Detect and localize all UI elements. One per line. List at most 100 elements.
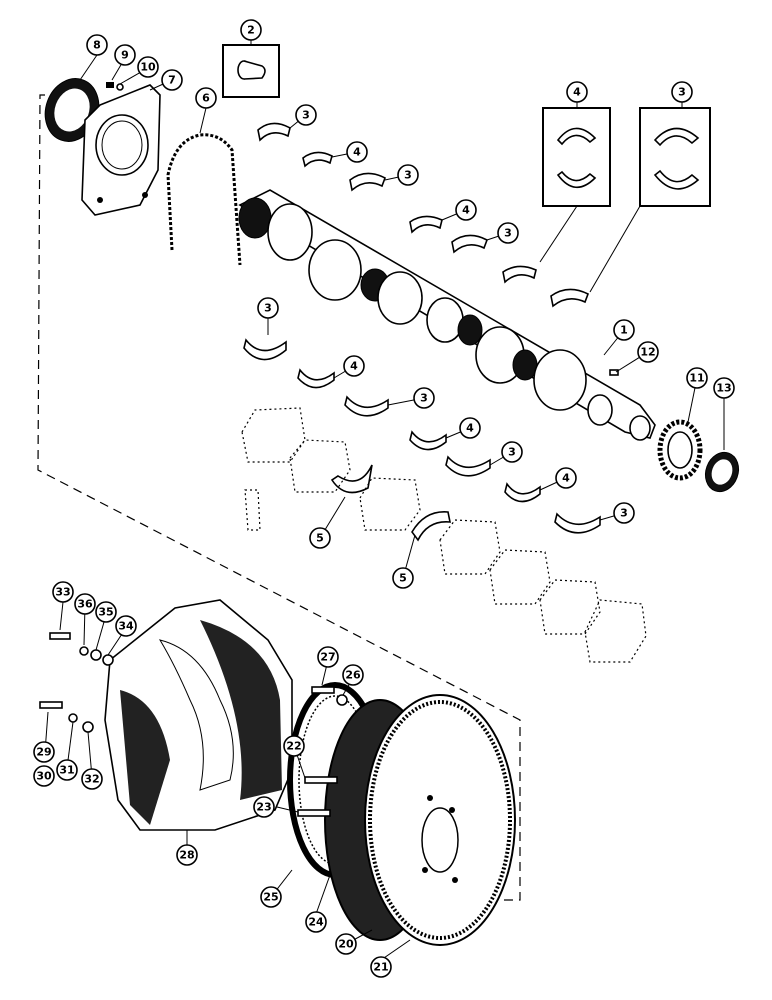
svg-text:4: 4 [353, 146, 361, 159]
svg-text:23: 23 [256, 801, 271, 814]
svg-text:3: 3 [404, 169, 412, 182]
callout-10: 10 [137, 56, 159, 78]
callout-9: 9 [114, 44, 136, 66]
svg-text:8: 8 [93, 39, 101, 52]
svg-text:3: 3 [620, 507, 628, 520]
callout-4: 4 [455, 199, 477, 221]
svg-text:4: 4 [573, 86, 581, 99]
crankshaft-1 [238, 189, 656, 441]
svg-text:24: 24 [308, 916, 324, 929]
svg-text:3: 3 [302, 109, 310, 122]
callout-35: 35 [95, 601, 117, 623]
svg-text:11: 11 [689, 372, 704, 385]
callout-30: 30 [33, 765, 55, 787]
svg-text:29: 29 [36, 746, 51, 759]
svg-text:27: 27 [320, 651, 335, 664]
flywheel-housing-28 [104, 599, 293, 831]
bolt-33 [49, 632, 71, 640]
svg-text:4: 4 [562, 472, 570, 485]
inset-box-item-4 [542, 107, 611, 207]
bearing-shell-upper-3b [349, 172, 386, 192]
svg-text:5: 5 [399, 572, 407, 585]
svg-text:34: 34 [118, 620, 134, 633]
washer-31 [68, 713, 78, 723]
svg-text:33: 33 [55, 586, 70, 599]
callout-22: 22 [283, 735, 305, 757]
callout-8: 8 [86, 34, 108, 56]
bearing-shell-upper-4a [302, 151, 333, 168]
callout-11: 11 [686, 367, 708, 389]
bearing-shell-upper-3a [257, 122, 291, 142]
callout-29: 29 [33, 741, 55, 763]
nut-32 [82, 721, 94, 733]
callout-3: 3 [413, 387, 435, 409]
svg-text:22: 22 [286, 740, 301, 753]
callout-4: 4 [555, 467, 577, 489]
callout-25: 25 [260, 886, 282, 908]
seal-retainer-7 [81, 84, 161, 216]
svg-text:26: 26 [345, 669, 361, 682]
bolt-9 [106, 82, 114, 88]
svg-text:10: 10 [140, 61, 156, 74]
bracket-34 [102, 654, 114, 666]
callout-3: 3 [397, 164, 419, 186]
bolt-22 [304, 776, 338, 784]
callout-36: 36 [74, 593, 96, 615]
bolt-27 [311, 686, 335, 694]
nut-26 [336, 694, 348, 706]
svg-text:21: 21 [373, 961, 388, 974]
svg-text:2: 2 [247, 24, 255, 37]
callout-1: 1 [613, 319, 635, 341]
callout-21: 21 [370, 956, 392, 978]
inset-box-item-3 [639, 107, 711, 207]
bearing-shell-lower-3g [445, 455, 491, 477]
callout-34: 34 [115, 615, 137, 637]
bolt-29 [39, 701, 63, 709]
callout-5: 5 [392, 567, 414, 589]
bearing-shell-upper-3d [550, 288, 590, 308]
front-oil-seal-13 [704, 451, 740, 493]
svg-text:35: 35 [98, 606, 113, 619]
callout-6: 6 [195, 87, 217, 109]
callout-3: 3 [257, 297, 279, 319]
bearing-shell-lower-4e [409, 430, 447, 451]
callout-3: 3 [613, 502, 635, 524]
bearing-shell-upper-4b [409, 215, 443, 234]
callout-3: 3 [295, 104, 317, 126]
callout-31: 31 [56, 759, 78, 781]
nut-35 [90, 649, 102, 661]
callout-13: 13 [713, 377, 735, 399]
bearing-shell-pair-4 [556, 127, 597, 189]
svg-text:9: 9 [121, 49, 129, 62]
svg-text:4: 4 [466, 422, 474, 435]
svg-text:3: 3 [504, 227, 512, 240]
callout-4: 4 [459, 417, 481, 439]
callout-4: 4 [346, 141, 368, 163]
svg-text:4: 4 [350, 360, 358, 373]
callout-24: 24 [305, 911, 327, 933]
svg-text:3: 3 [678, 86, 686, 99]
svg-text:25: 25 [263, 891, 278, 904]
callout-28: 28 [176, 844, 198, 866]
bolt-23 [297, 809, 331, 817]
callout-5: 5 [309, 527, 331, 549]
woodruff-key-12 [609, 369, 619, 376]
svg-text:20: 20 [338, 938, 354, 951]
svg-text:13: 13 [716, 382, 731, 395]
callout-33: 33 [52, 581, 74, 603]
gasket-6 [166, 133, 242, 266]
svg-text:5: 5 [316, 532, 324, 545]
main-bearing-caps-phantom [241, 407, 647, 663]
bearing-shell-upper-3c [451, 234, 488, 254]
svg-text:28: 28 [179, 849, 194, 862]
callout-3: 3 [501, 441, 523, 463]
bearing-shell-lower-4d [297, 368, 335, 389]
bearing-shell-upper-4c [502, 265, 537, 284]
flywheel-20 [324, 694, 516, 946]
callout-23: 23 [253, 796, 275, 818]
thrust-washer-5b [411, 511, 451, 542]
callout-27: 27 [317, 646, 339, 668]
callout-3: 3 [671, 81, 693, 103]
